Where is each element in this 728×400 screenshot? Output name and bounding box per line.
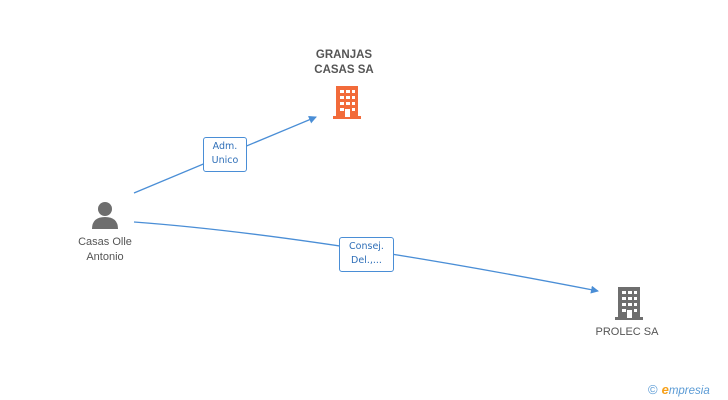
person-name-line1: Casas Olle (78, 236, 132, 248)
company-prolec-label[interactable]: PROLEC SA (577, 325, 677, 340)
person-name-line2: Antonio (86, 251, 124, 263)
company-granjas-name-line1: GRANJAS (315, 49, 373, 61)
building-icon[interactable] (331, 84, 363, 120)
edge-person-to-prolec (133, 221, 599, 294)
edge-label-line2: Del.,... (351, 255, 382, 266)
company-granjas-name-line2: CASAS SA (314, 64, 374, 76)
empresia-logo: © empresia (648, 380, 710, 398)
person-label[interactable]: Casas Olle Antonio (55, 235, 155, 265)
company-prolec-name: PROLEC SA (595, 326, 659, 338)
brand-wordmark: empresia (661, 381, 710, 397)
company-granjas-label[interactable]: GRANJAS CASAS SA (294, 48, 394, 78)
edge-label-line2: Unico (211, 155, 239, 166)
person-icon[interactable] (90, 200, 120, 230)
building-icon[interactable] (613, 285, 645, 321)
edge-label-line1: Adm. (212, 141, 238, 152)
edge-label-consej-del[interactable]: Consej. Del.,... (339, 237, 394, 272)
edge-label-line1: Consej. (349, 241, 384, 252)
edge-label-adm-unico[interactable]: Adm. Unico (203, 137, 247, 172)
copyright-symbol: © (648, 381, 658, 397)
